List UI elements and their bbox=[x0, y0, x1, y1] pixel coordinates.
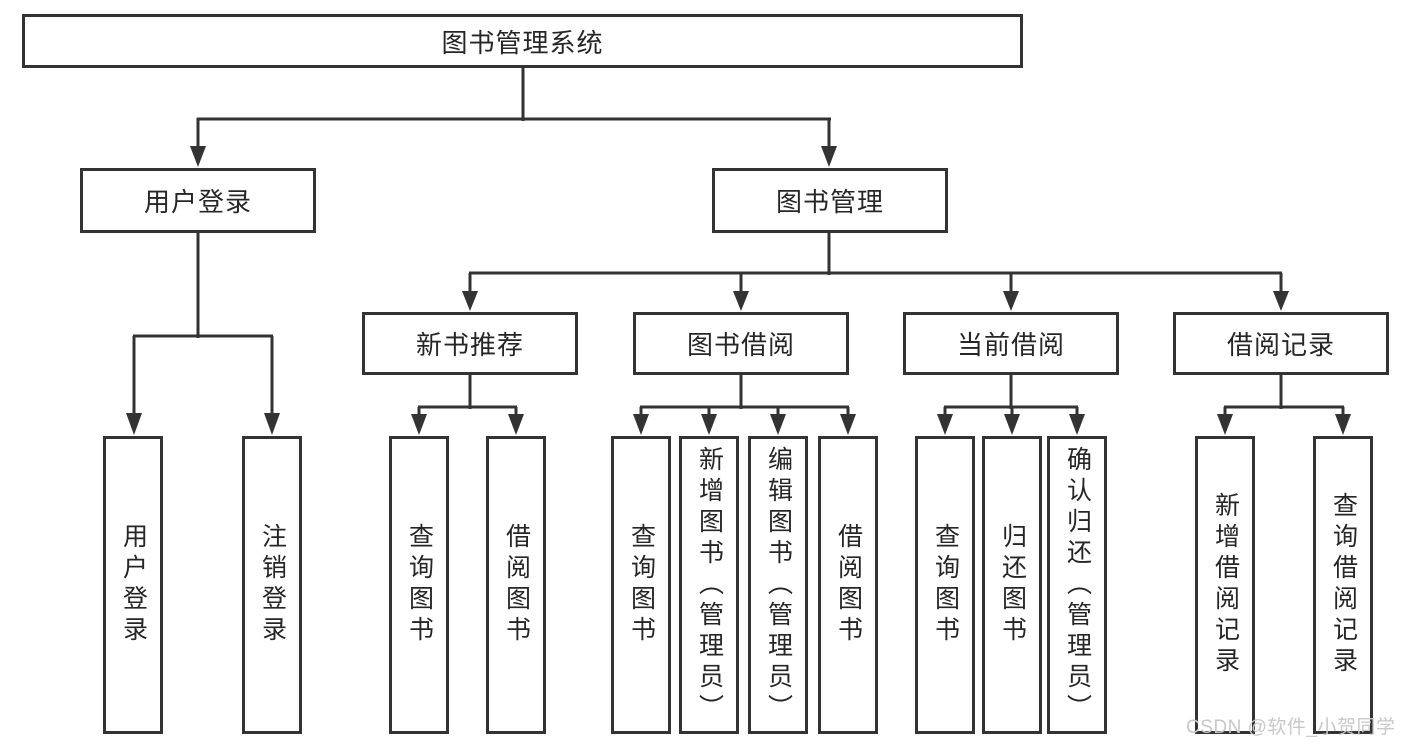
arrowheads bbox=[126, 146, 1351, 435]
leaf-borrow-books-recommend: 借阅图书 bbox=[486, 436, 546, 734]
leaf-query-books-recommend: 查询图书 bbox=[389, 436, 449, 734]
node-library-management-system: 图书管理系统 bbox=[22, 14, 1023, 68]
connector-current-borrowing-children bbox=[943, 375, 1079, 418]
node-new-book-recommendation: 新书推荐 bbox=[362, 312, 578, 375]
leaf-borrow-books-borrowing: 借阅图书 bbox=[818, 436, 878, 734]
connector-borrowing-records-children bbox=[1223, 375, 1345, 418]
node-book-borrowing: 图书借阅 bbox=[633, 312, 849, 375]
connector-book-borrowing-children bbox=[639, 375, 850, 418]
leaf-add-books-admin: 新增图书（管理员） bbox=[679, 436, 739, 734]
connector-root-to-level2 bbox=[196, 68, 831, 150]
node-borrowing-records: 借阅记录 bbox=[1173, 312, 1389, 375]
leaf-edit-books-admin: 编辑图书（管理员） bbox=[748, 436, 808, 734]
leaf-return-books: 归还图书 bbox=[982, 436, 1042, 734]
node-book-management: 图书管理 bbox=[712, 168, 948, 233]
connector-new-book-children bbox=[417, 375, 518, 418]
leaf-query-books-borrowing: 查询图书 bbox=[611, 436, 671, 734]
connector-book-management-children bbox=[468, 233, 1283, 294]
leaf-query-books-current: 查询图书 bbox=[915, 436, 975, 734]
connector-user-login-children bbox=[132, 233, 274, 417]
leaf-query-borrow-record: 查询借阅记录 bbox=[1313, 436, 1373, 734]
csdn-watermark: CSDN @软件_小贺同学 bbox=[1186, 717, 1396, 738]
node-user-login: 用户登录 bbox=[80, 168, 316, 233]
leaf-user-login: 用户登录 bbox=[103, 436, 163, 734]
node-current-borrowing: 当前借阅 bbox=[903, 312, 1119, 375]
leaf-confirm-return-admin: 确认归还（管理员） bbox=[1047, 436, 1107, 734]
leaf-add-borrow-record: 新增借阅记录 bbox=[1195, 436, 1255, 734]
leaf-logout: 注销登录 bbox=[242, 436, 302, 734]
